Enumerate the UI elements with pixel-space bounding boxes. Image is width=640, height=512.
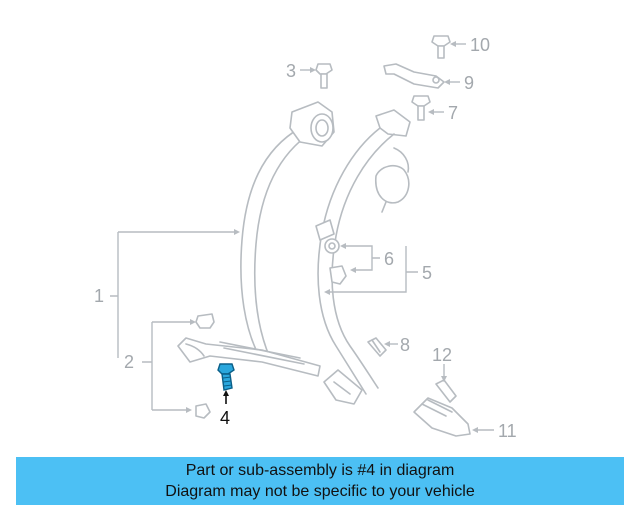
arrowheads [186,41,478,433]
callout-5: 5 [422,263,432,283]
banner-line-disclaimer: Diagram may not be specific to your vehi… [165,483,475,500]
bolt-part-8 [367,337,387,357]
seat-belt-left-assembly [240,101,335,359]
callout-4[interactable]: 4 [220,408,230,428]
callout-1: 1 [94,286,104,306]
callout-10: 10 [470,35,490,55]
callout-9: 9 [464,73,474,93]
lap-belt-strap [177,337,321,377]
callout-numbers: 1 2 3 4 5 6 7 8 9 10 11 12 [94,35,517,441]
info-banner: Part or sub-assembly is #4 in diagram Di… [16,457,624,505]
callout-3: 3 [286,61,296,81]
callout-11: 11 [498,421,517,441]
cap-part-6 [324,238,347,285]
callout-12: 12 [432,345,452,365]
trim-cover-part-11 [413,397,471,437]
bracket-part-9 [383,63,445,89]
callout-2: 2 [124,352,134,372]
callout-6: 6 [384,249,394,269]
bolt-part-10 [431,35,451,59]
callout-8: 8 [400,335,410,355]
cap-part-2-upper [195,313,215,329]
bolt-part-7 [411,95,431,121]
bolt-part-12 [435,379,457,403]
bolt-part-3 [315,63,333,89]
cap-part-2-lower [195,403,211,419]
seat-belt-right-assembly [315,109,411,405]
highlighted-bolt-part-4[interactable] [217,363,235,391]
callout-7: 7 [448,103,458,123]
banner-line-part-info: Part or sub-assembly is #4 in diagram [185,462,455,479]
